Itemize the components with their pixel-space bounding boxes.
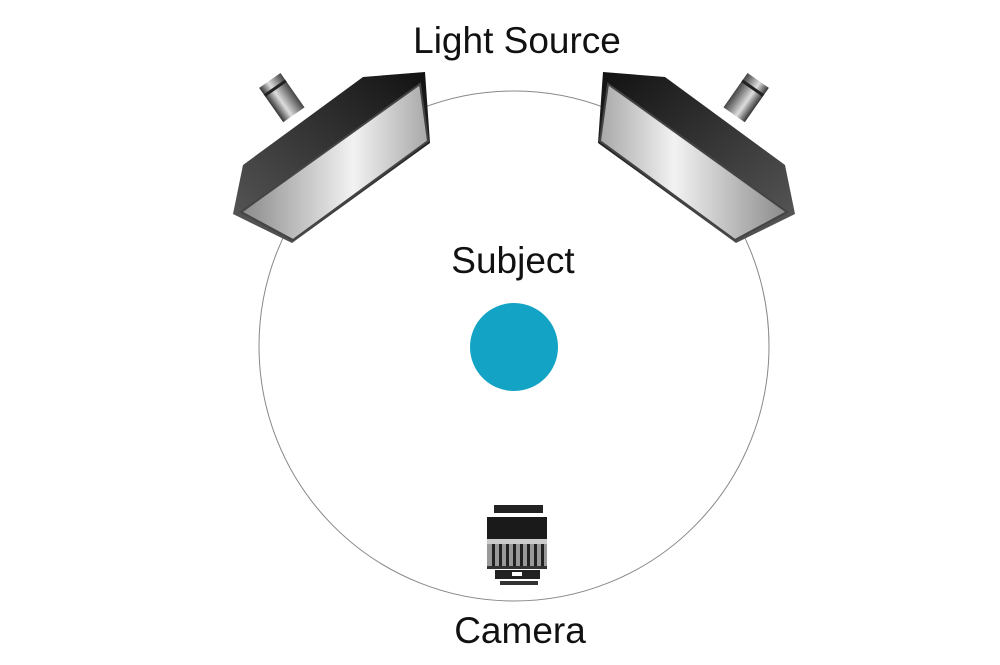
camera-label: Camera <box>454 610 586 651</box>
subject-dot <box>470 303 558 391</box>
camera-icon <box>487 505 547 585</box>
camera-path-circle <box>258 90 770 602</box>
light-source-label: Light Source <box>413 20 621 61</box>
light-source-left <box>233 72 430 243</box>
light-stem <box>259 72 305 123</box>
softbox-face <box>598 82 789 242</box>
softbox-face <box>239 82 430 242</box>
light-stem <box>723 72 769 123</box>
subject-label: Subject <box>451 240 575 281</box>
light-source-right <box>598 72 795 243</box>
